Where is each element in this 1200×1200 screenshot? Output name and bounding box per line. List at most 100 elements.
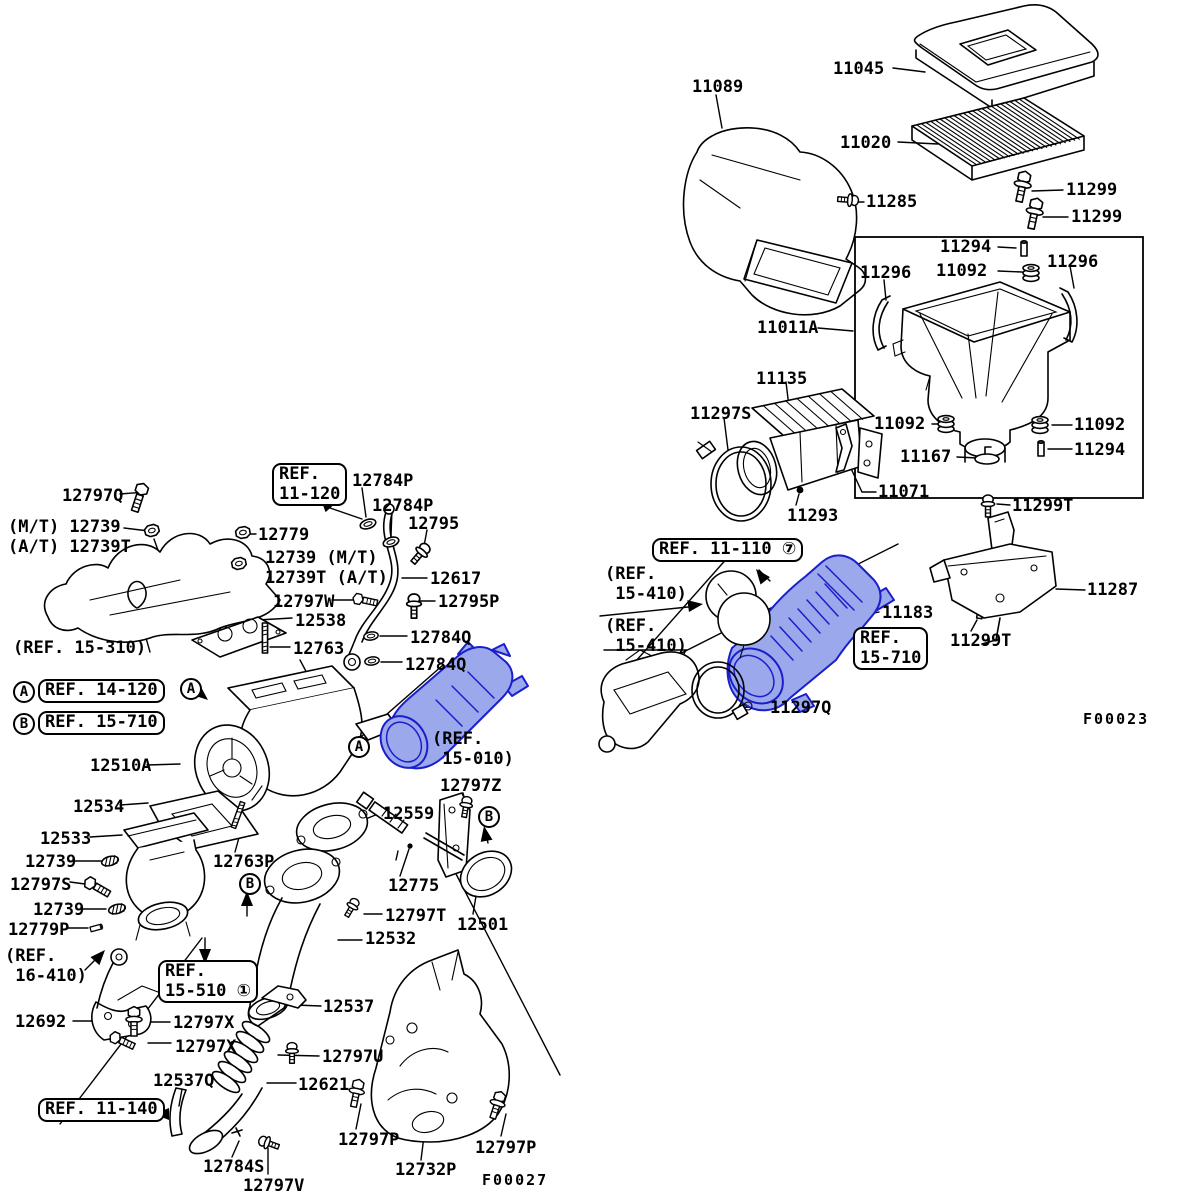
ref-16-410[interactable]: (REF. 16-410): [5, 946, 87, 986]
label-12532[interactable]: 12532: [365, 929, 417, 949]
label-11293[interactable]: 11293: [787, 506, 839, 526]
label-12763P[interactable]: 12763P: [213, 852, 275, 872]
label-12739-lower[interactable]: 12739: [33, 900, 85, 920]
bracket-12692-drawing: [91, 985, 159, 1041]
label-11285[interactable]: 11285: [866, 192, 918, 212]
ref-15-010[interactable]: (REF. 15-010): [432, 729, 514, 769]
resonator-drawing: [705, 570, 771, 659]
ref-box-11-140[interactable]: REF. 11-140: [38, 1098, 165, 1122]
label-12797U[interactable]: 12797U: [322, 1047, 384, 1067]
circle-B-wastegate: B: [478, 806, 500, 828]
label-11296-right[interactable]: 11296: [1047, 252, 1099, 272]
label-12621[interactable]: 12621: [298, 1075, 350, 1095]
label-11296-left[interactable]: 11296: [860, 263, 912, 283]
bracket-11296-left-drawing: [872, 295, 891, 351]
wastegate-actuator-12501-drawing: [423, 792, 513, 898]
label-12692[interactable]: 12692: [15, 1012, 67, 1032]
label-11294-top[interactable]: 11294: [940, 237, 992, 257]
ref-15-410-lower[interactable]: (REF. 15-410): [605, 616, 687, 656]
label-12775[interactable]: 12775: [388, 876, 440, 896]
label-12763[interactable]: 12763: [293, 639, 345, 659]
label-11092-top[interactable]: 11092: [936, 261, 988, 281]
label-12537Q[interactable]: 12537Q: [153, 1071, 215, 1091]
figure-code-left: F00027: [482, 1171, 549, 1189]
label-12797T[interactable]: 12797T: [385, 906, 447, 926]
air-filter-11020-drawing: [911, 97, 1085, 181]
label-12510A[interactable]: 12510A: [90, 756, 152, 776]
label-11092-mid[interactable]: 11092: [874, 414, 926, 434]
label-12795[interactable]: 12795: [408, 514, 460, 534]
label-11071[interactable]: 11071: [878, 482, 930, 502]
label-12538[interactable]: 12538: [295, 611, 347, 631]
label-12797X-lower[interactable]: 12797X: [175, 1037, 237, 1057]
circle-B-turbo: B: [239, 873, 261, 895]
label-12537[interactable]: 12537: [323, 997, 375, 1017]
label-12797S[interactable]: 12797S: [10, 875, 72, 895]
label-11299-lower[interactable]: 11299: [1071, 207, 1123, 227]
circle-A-legend: A: [13, 681, 35, 703]
label-12617[interactable]: 12617: [430, 569, 482, 589]
label-11294-right[interactable]: 11294: [1074, 440, 1126, 460]
label-12797P-left[interactable]: 12797P: [338, 1130, 400, 1150]
label-12797P-right[interactable]: 12797P: [475, 1138, 537, 1158]
hose-clamp-11297Q-drawing: [691, 661, 753, 721]
label-12559[interactable]: 12559: [383, 804, 435, 824]
label-11299T-upper[interactable]: 11299T: [1012, 496, 1074, 516]
label-11011A[interactable]: 11011A: [757, 318, 819, 338]
ref-box-14-120[interactable]: REF. 14-120: [38, 679, 165, 703]
ref-box-15-710-right[interactable]: REF. 15-710: [853, 627, 929, 671]
label-12797V[interactable]: 12797V: [243, 1176, 305, 1196]
ref-box-11-110[interactable]: REF. 11-110 ⑦: [652, 538, 804, 562]
figure-code-right: F00023: [1083, 710, 1150, 728]
label-12732P[interactable]: 12732P: [395, 1160, 457, 1180]
label-12784S[interactable]: 12784S: [203, 1157, 265, 1177]
bracket-11287-drawing: [929, 511, 1057, 645]
label-11183[interactable]: 11183: [882, 603, 934, 623]
label-12739-mt-right[interactable]: 12739 (M/T) 12739T (A/T): [265, 548, 388, 588]
label-11287[interactable]: 11287: [1087, 580, 1139, 600]
label-12784P-lower[interactable]: 12784P: [372, 496, 434, 516]
label-12797Q[interactable]: 12797Q: [62, 486, 124, 506]
detail-box-frame: [854, 236, 1144, 499]
label-12797X-upper[interactable]: 12797X: [173, 1013, 235, 1033]
label-12501[interactable]: 12501: [457, 915, 509, 935]
label-11089[interactable]: 11089: [692, 77, 744, 97]
ref-box-15-710-left[interactable]: REF. 15-710: [38, 711, 165, 735]
label-12784Q-upper[interactable]: 12784Q: [410, 628, 472, 648]
label-12739-upper[interactable]: 12739: [25, 852, 77, 872]
circle-A-hose: A: [348, 736, 370, 758]
label-11297Q[interactable]: 11297Q: [770, 698, 832, 718]
label-11297S[interactable]: 11297S: [690, 404, 752, 424]
label-12739-mt-left[interactable]: (M/T) 12739 (A/T) 12739T: [8, 517, 131, 557]
label-12534[interactable]: 12534: [73, 797, 125, 817]
air-hose-11183-drawing[interactable]: [718, 554, 895, 714]
label-11135[interactable]: 11135: [756, 369, 808, 389]
label-11299T-lower[interactable]: 11299T: [950, 631, 1012, 651]
screw-11293-drawing: [796, 486, 804, 494]
label-12779[interactable]: 12779: [258, 525, 310, 545]
label-12797W[interactable]: 12797W: [273, 592, 335, 612]
plug-11167-drawing: [974, 446, 1000, 465]
label-12779P[interactable]: 12779P: [8, 920, 70, 940]
label-12797Z[interactable]: 12797Z: [440, 776, 502, 796]
label-11299-upper[interactable]: 11299: [1066, 180, 1118, 200]
ref-box-11-120[interactable]: REF. 11-120: [272, 463, 348, 507]
label-11045[interactable]: 11045: [833, 59, 885, 79]
label-12533[interactable]: 12533: [40, 829, 92, 849]
label-12784Q-lower[interactable]: 12784Q: [405, 655, 467, 675]
ref-box-15-510[interactable]: REF. 15-510 ①: [158, 960, 259, 1004]
ref-15-410-upper[interactable]: (REF. 15-410): [605, 564, 687, 604]
label-12784P-upper[interactable]: 12784P: [352, 471, 414, 491]
label-12795P[interactable]: 12795P: [438, 592, 500, 612]
hose-clamp-11297S-drawing: [695, 440, 772, 522]
label-11092-right[interactable]: 11092: [1074, 415, 1126, 435]
air-duct-11089-drawing: [682, 127, 867, 316]
ref-15-310[interactable]: (REF. 15-310): [13, 638, 147, 658]
bracket-11296-right-drawing: [1059, 287, 1078, 343]
fastener-11299-icons: [1009, 168, 1047, 232]
label-11020[interactable]: 11020: [840, 133, 892, 153]
air-hose-ref-15-010-drawing[interactable]: [371, 641, 529, 776]
label-11167[interactable]: 11167: [900, 447, 952, 467]
